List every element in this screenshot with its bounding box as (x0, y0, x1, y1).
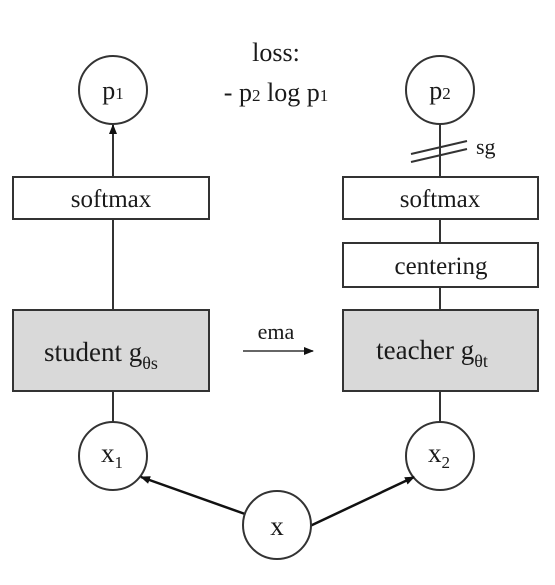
x-to-x2-arrow (309, 475, 415, 528)
teacher-softmax-box (342, 176, 539, 220)
student-softmax-label: softmax (71, 186, 152, 213)
teacher-softmax-label: softmax (400, 186, 481, 213)
x-input-label: x (270, 511, 284, 541)
teacher-network-label: teacher gθt (376, 335, 488, 371)
x2-node (405, 421, 475, 491)
student-network-label: student gθs (44, 337, 158, 373)
x-input-node (242, 490, 312, 560)
p1-label: p1 (102, 76, 124, 105)
teacher-centering-label: centering (394, 253, 488, 280)
teacher-centering-box (342, 242, 539, 288)
teacher-network-box (342, 309, 539, 392)
x2-label: x2 (428, 438, 450, 472)
ema-label: ema (258, 319, 295, 344)
x1-node (78, 421, 148, 491)
x-to-x1-arrow (140, 475, 246, 516)
student-network-box (12, 309, 210, 392)
stop-gradient-label: sg (476, 134, 496, 159)
stop-gradient-marker (410, 140, 468, 163)
p1-node (78, 55, 148, 125)
student-softmax-box (12, 176, 210, 220)
x1-label: x1 (101, 438, 123, 472)
p2-node (405, 55, 475, 125)
loss-title: loss: (252, 38, 300, 67)
loss-formula: - p2 log p1 (224, 78, 328, 107)
p2-label: p2 (429, 76, 451, 105)
